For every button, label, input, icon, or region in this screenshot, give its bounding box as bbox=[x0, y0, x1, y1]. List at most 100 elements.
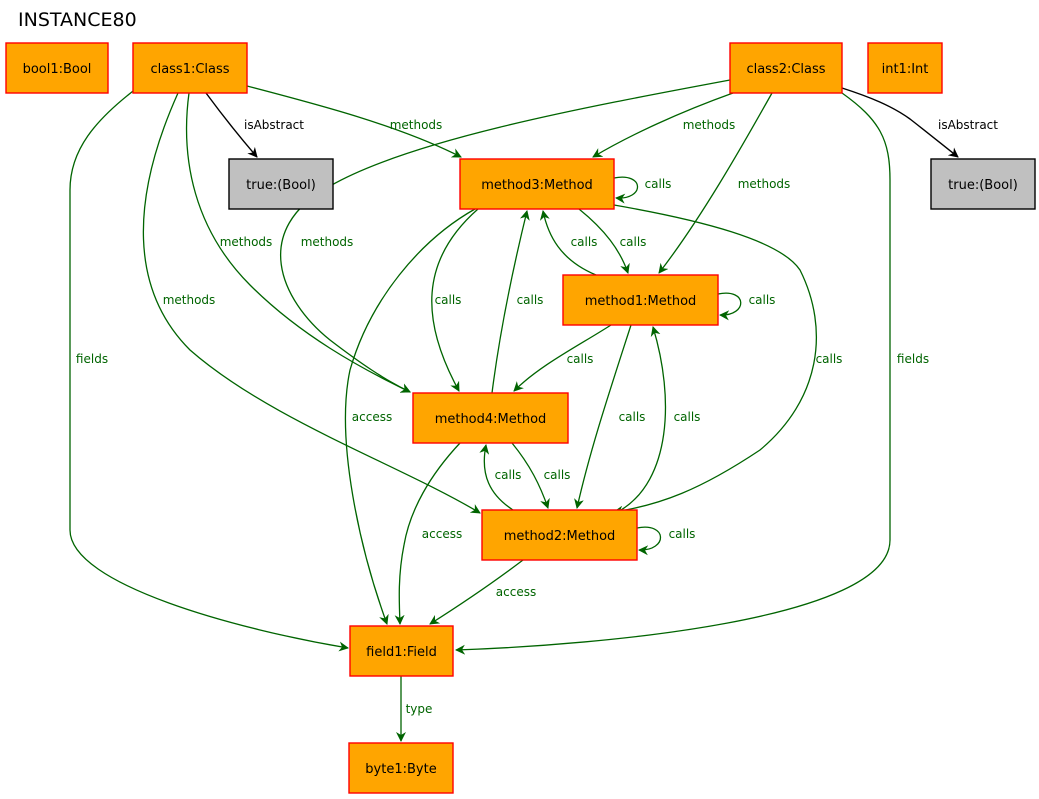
edge-label: calls bbox=[749, 293, 776, 307]
edge-method4-to-method3: calls bbox=[491, 210, 544, 394]
edge-label: access bbox=[352, 410, 392, 424]
node-bool1[interactable]: bool1:Bool bbox=[5, 42, 109, 94]
edge-line bbox=[142, 92, 481, 514]
edge-line bbox=[69, 87, 349, 652]
edge-method4-to-field1: access bbox=[394, 442, 462, 625]
edge-line bbox=[574, 324, 632, 509]
edge-class1-to-method3: methods bbox=[246, 85, 462, 158]
edge-class1-to-method4: methods bbox=[185, 92, 411, 393]
node-box bbox=[228, 158, 334, 210]
edge-class2-to-method3: methods bbox=[592, 92, 736, 158]
node-label: true:(Bool) bbox=[246, 178, 316, 193]
edge-class2-to-method1: methods bbox=[658, 92, 790, 274]
edge-line bbox=[636, 526, 662, 556]
node-field1[interactable]: field1:Field bbox=[349, 625, 454, 677]
edge-line bbox=[578, 208, 630, 274]
node-method1[interactable]: method1:Method bbox=[562, 274, 719, 326]
edge-label: methods bbox=[301, 235, 354, 249]
edge-line bbox=[717, 292, 742, 321]
edge-label: access bbox=[422, 527, 462, 541]
edge-method4-to-method2: calls bbox=[511, 442, 570, 509]
edge-label: type bbox=[406, 702, 433, 716]
edges-layer: isAbstract isAbstract methods methods method… bbox=[69, 79, 998, 742]
node-box bbox=[132, 42, 248, 94]
edge-line bbox=[620, 326, 667, 511]
edge-field1-to-byte1: type bbox=[396, 676, 433, 742]
edge-method3-to-method3: calls bbox=[613, 176, 672, 204]
nodes-layer: bool1:Bool class1:Class class2:Class int1:I… bbox=[5, 42, 1036, 794]
edge-line bbox=[479, 444, 514, 511]
node-box bbox=[5, 42, 109, 94]
edge-label: calls bbox=[435, 293, 462, 307]
edge-label: calls bbox=[620, 235, 647, 249]
edge-method1-to-method1: calls bbox=[717, 292, 776, 321]
edge-class2-to-trueB: isAbstract bbox=[841, 87, 998, 158]
node-method4[interactable]: method4:Method bbox=[412, 392, 569, 444]
node-trueB[interactable]: true:(Bool) bbox=[930, 158, 1036, 210]
edge-line bbox=[429, 559, 524, 625]
node-label: true:(Bool) bbox=[948, 178, 1018, 193]
edge-line bbox=[841, 87, 959, 158]
edge-method1-to-method4: calls bbox=[513, 324, 612, 392]
node-label: method1:Method bbox=[585, 294, 697, 309]
edge-label: calls bbox=[517, 293, 544, 307]
edge-method3-to-method4: calls bbox=[431, 208, 479, 392]
edge-label: fields bbox=[897, 352, 929, 366]
node-label: class1:Class bbox=[150, 62, 229, 77]
edge-label: calls bbox=[571, 235, 598, 249]
node-class1[interactable]: class1:Class bbox=[132, 42, 248, 94]
node-box bbox=[412, 392, 569, 444]
edge-line bbox=[491, 210, 530, 394]
edge-line bbox=[246, 85, 462, 158]
edge-class1-to-trueA: isAbstract bbox=[205, 92, 304, 158]
node-class2[interactable]: class2:Class bbox=[729, 42, 843, 94]
edge-label: isAbstract bbox=[938, 118, 998, 132]
node-box bbox=[348, 742, 454, 794]
node-label: class2:Class bbox=[746, 62, 825, 77]
edge-method2-to-method1: calls bbox=[620, 326, 701, 511]
edge-line bbox=[613, 204, 817, 516]
diagram-title: INSTANCE80 bbox=[18, 9, 137, 31]
edge-line bbox=[513, 324, 612, 392]
edge-class1-to-method2: methods bbox=[142, 92, 481, 514]
edge-line bbox=[205, 92, 258, 158]
edge-line bbox=[539, 210, 597, 276]
node-box bbox=[867, 42, 943, 94]
edge-line bbox=[344, 208, 476, 625]
node-box bbox=[481, 509, 638, 561]
node-method2[interactable]: method2:Method bbox=[481, 509, 638, 561]
edge-line bbox=[431, 208, 479, 392]
edge-line bbox=[658, 92, 773, 274]
node-byte1[interactable]: byte1:Byte bbox=[348, 742, 454, 794]
edge-label: methods bbox=[390, 118, 443, 132]
edge-method2-to-method4: calls bbox=[479, 444, 522, 511]
node-int1[interactable]: int1:Int bbox=[867, 42, 943, 94]
edge-line bbox=[185, 92, 411, 393]
edge-class1-to-field1: fields bbox=[69, 87, 349, 652]
edge-label: access bbox=[496, 585, 536, 599]
edge-label: methods bbox=[683, 118, 736, 132]
node-method3[interactable]: method3:Method bbox=[459, 158, 615, 210]
edge-label: methods bbox=[163, 293, 216, 307]
edge-label: calls bbox=[816, 352, 843, 366]
edge-label: calls bbox=[495, 468, 522, 482]
node-label: method4:Method bbox=[435, 412, 547, 427]
node-label: method3:Method bbox=[481, 178, 593, 193]
edge-line bbox=[613, 176, 639, 204]
edge-label: calls bbox=[674, 410, 701, 424]
node-label: field1:Field bbox=[366, 645, 437, 660]
edge-label: calls bbox=[619, 410, 646, 424]
node-box bbox=[729, 42, 843, 94]
edge-label: calls bbox=[567, 352, 594, 366]
edge-label: methods bbox=[220, 235, 273, 249]
edge-label: calls bbox=[645, 177, 672, 191]
edge-line bbox=[511, 442, 550, 509]
node-label: bool1:Bool bbox=[23, 62, 92, 77]
edge-label: isAbstract bbox=[244, 118, 304, 132]
edge-line bbox=[394, 442, 461, 625]
node-label: byte1:Byte bbox=[365, 762, 436, 777]
node-trueA[interactable]: true:(Bool) bbox=[228, 158, 334, 210]
edge-method3-to-method1: calls bbox=[578, 208, 647, 274]
edge-line bbox=[592, 92, 734, 158]
